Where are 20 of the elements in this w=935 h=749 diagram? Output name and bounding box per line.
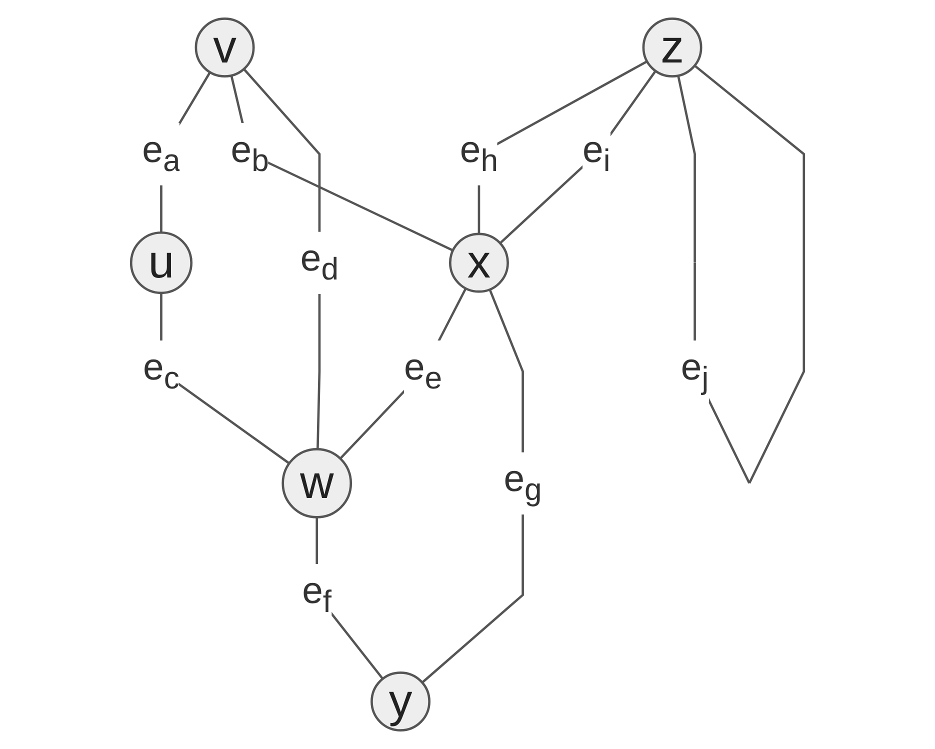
edge-label: e$_{g}$ <box>504 458 542 508</box>
node-circle: y <box>370 672 430 732</box>
edge-label: e$_{f}$ <box>302 570 332 620</box>
node-circle: u <box>130 231 193 294</box>
edge-label: e$_{d}$ <box>300 238 339 288</box>
edge-label: e$_{j}$ <box>680 346 709 396</box>
node-circle: w <box>282 448 352 518</box>
connector <box>499 70 657 244</box>
edge-label: e$_{b}$ <box>230 129 269 179</box>
connector <box>478 60 648 234</box>
edge-label: e$_{a}$ <box>142 129 180 179</box>
connector <box>230 75 454 252</box>
edge-label: e$_{e}$ <box>404 346 442 396</box>
node-circle: v <box>194 18 255 78</box>
node-circle: z <box>642 18 702 78</box>
connector <box>339 288 467 460</box>
edge-label: e$_{c}$ <box>143 346 180 396</box>
node-circle: x <box>449 232 509 293</box>
edge-label: e$_{i}$ <box>582 129 610 179</box>
edge-label: e$_{h}$ <box>460 129 498 179</box>
